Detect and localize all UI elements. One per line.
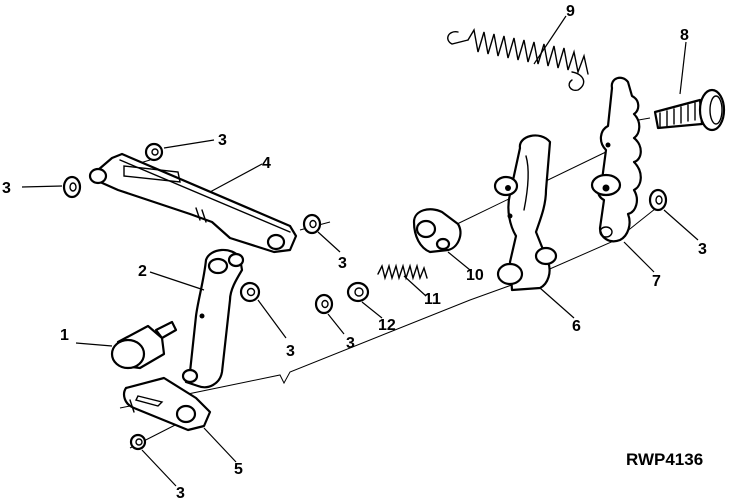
callout-8: 8 [680, 27, 689, 44]
callout-3-center: 3 [346, 335, 355, 352]
part-10-cam [412, 208, 462, 254]
callout-11: 11 [424, 291, 441, 308]
part-6-lever [493, 134, 558, 292]
part-5-plate-link [123, 376, 212, 432]
part-2-arm [181, 248, 245, 389]
callout-6: 6 [572, 318, 581, 335]
callout-labels: 1 2 3 3 3 3 3 3 3 4 5 6 7 8 9 10 11 12 [2, 3, 707, 502]
callout-5: 5 [234, 461, 243, 478]
callout-2: 2 [138, 263, 147, 280]
part-11-small-spring [377, 263, 428, 281]
callout-3-arm: 3 [286, 343, 295, 360]
part-8-screw [653, 88, 726, 132]
callout-1: 1 [60, 327, 69, 344]
part-12-washer [346, 281, 370, 303]
part-4-link-bar [88, 152, 298, 254]
callout-3-bar-end: 3 [338, 255, 347, 272]
drawing-code: RWP4136 [626, 450, 703, 469]
callout-3-top: 3 [218, 132, 227, 149]
callout-12: 12 [378, 317, 396, 334]
callout-7: 7 [652, 273, 661, 290]
part-9-spring [447, 28, 589, 92]
callout-9: 9 [566, 3, 575, 20]
part-7-bracket-plate [590, 76, 642, 243]
callout-leaders [21, 15, 699, 487]
callout-10: 10 [466, 267, 484, 284]
part-1-knob [110, 320, 178, 370]
callout-3-bottom: 3 [176, 485, 185, 502]
part-3-retaining-clips [62, 142, 668, 451]
callout-4: 4 [262, 155, 271, 172]
callout-3-right: 3 [698, 241, 707, 258]
callout-3-left: 3 [2, 180, 11, 197]
